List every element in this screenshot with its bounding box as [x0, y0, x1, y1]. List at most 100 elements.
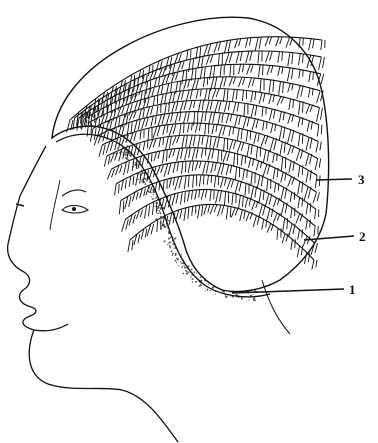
- stipple-dot: [198, 286, 199, 287]
- fringe-strand: [309, 39, 315, 51]
- stipple-dot: [153, 190, 155, 192]
- ruffled-wig-cap: [52, 17, 329, 291]
- fringe-strand: [122, 219, 129, 231]
- stipple-dot: [167, 244, 168, 245]
- stipple-dot: [178, 259, 179, 260]
- fringe-strand: [299, 38, 303, 48]
- wig-outline: [52, 17, 329, 291]
- stipple-dot: [144, 183, 146, 185]
- callout-2-label: 2: [359, 229, 366, 244]
- stipple-dot: [154, 206, 156, 208]
- stipple-dot: [196, 273, 197, 274]
- fringe-strand: [108, 169, 115, 179]
- stipple-dot: [169, 245, 170, 246]
- stipple-dot: [176, 262, 177, 263]
- stipple-dot: [183, 265, 184, 266]
- stipple-dot: [225, 296, 227, 298]
- stipple-dot: [210, 290, 211, 291]
- stipple-dot: [188, 271, 190, 273]
- stipple-dot: [125, 157, 126, 158]
- stipple-dot: [163, 240, 165, 242]
- stipple-dot: [195, 281, 197, 283]
- chin-line: [29, 330, 48, 384]
- fringe-strand: [128, 240, 133, 252]
- stipple-dot: [249, 300, 250, 301]
- stipple-dot: [129, 154, 131, 156]
- fringe-strand: [121, 180, 126, 191]
- stipple-dot: [182, 273, 184, 275]
- stipple-dot: [125, 151, 127, 153]
- stipple-dot: [175, 237, 176, 238]
- stipple-dot: [174, 238, 176, 240]
- stipple-dot: [208, 284, 209, 285]
- stipple-dot: [190, 276, 191, 277]
- fringe-strand: [124, 162, 130, 175]
- callout-3-label: 3: [358, 172, 365, 187]
- fringe-strand: [119, 149, 125, 161]
- stipple-dot: [155, 202, 156, 203]
- fringe-strand: [104, 156, 110, 167]
- stipple-dot: [159, 207, 160, 208]
- stipple-dot: [163, 224, 165, 226]
- stipple-dot: [205, 290, 206, 291]
- stipple-dot: [163, 225, 165, 227]
- stipple-dot: [140, 161, 141, 162]
- stipple-dot: [175, 254, 177, 256]
- stipple-dot: [192, 278, 194, 280]
- stipple-dot: [182, 266, 184, 268]
- lips-line: [19, 288, 68, 331]
- stipple-dot: [123, 152, 124, 153]
- stipple-dot: [160, 213, 161, 214]
- stipple-dot: [200, 277, 201, 278]
- jaw-neck-line: [48, 384, 178, 442]
- stipple-dot: [170, 237, 172, 239]
- stipple-dot: [181, 254, 182, 255]
- stipple-dot: [157, 212, 159, 214]
- stipple-dot: [168, 242, 170, 244]
- stipple-dot: [154, 198, 155, 199]
- stipple-dot: [207, 290, 209, 292]
- stipple-dot: [172, 253, 173, 254]
- stipple-dot: [170, 247, 171, 248]
- stipple-dot: [168, 238, 170, 240]
- stipple-dot: [171, 251, 173, 253]
- stipple-dot: [241, 298, 243, 300]
- stipple-dot: [124, 153, 126, 155]
- stray-strand: [262, 280, 290, 334]
- stipple-dot: [192, 281, 194, 283]
- stipple-dot: [191, 269, 193, 271]
- callout-3-leader: [316, 179, 352, 180]
- stipple-dot: [172, 254, 173, 255]
- stipple-dot: [212, 287, 214, 289]
- stipple-dot: [178, 265, 179, 266]
- stipple-dot: [151, 196, 152, 197]
- stipple-dot: [175, 260, 177, 262]
- stipple-dot: [127, 159, 129, 161]
- stipple-dot: [148, 191, 150, 193]
- callout-1-label: 1: [349, 282, 356, 297]
- stipple-dot: [206, 283, 207, 284]
- stipple-dot: [158, 210, 160, 212]
- stipple-dot: [153, 194, 154, 195]
- fringe-strand: [321, 40, 325, 50]
- stipple-dot: [185, 270, 186, 271]
- fringe-strand: [319, 57, 325, 70]
- stipple-dot: [153, 199, 154, 200]
- fringe-strand: [157, 220, 161, 232]
- temple-line: [50, 180, 60, 230]
- eye-pupil: [72, 207, 76, 211]
- stipple-dot: [225, 295, 226, 296]
- nose-line: [8, 196, 30, 288]
- fringe-strand: [145, 205, 150, 218]
- stipple-dot: [252, 294, 253, 295]
- forehead-line: [20, 146, 46, 196]
- fringe-strand: [129, 176, 134, 187]
- stipple-dot: [215, 294, 216, 295]
- stipple-dot: [224, 292, 225, 293]
- stipple-dot: [141, 181, 142, 182]
- stipple-dot: [155, 197, 156, 198]
- stipple-dot: [184, 267, 186, 269]
- stipple-dot: [181, 263, 182, 264]
- stipple-dot: [170, 242, 171, 243]
